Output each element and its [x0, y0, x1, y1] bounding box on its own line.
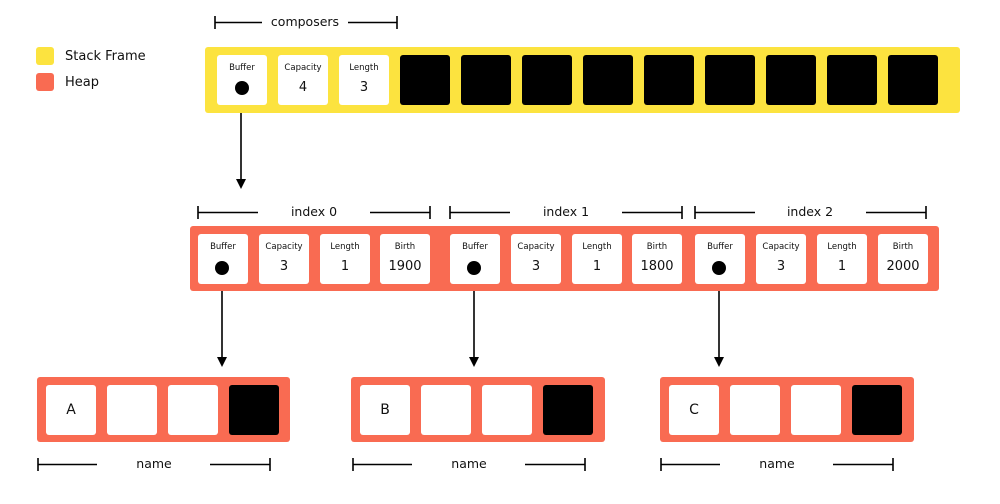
name-a-empty-cell	[107, 385, 157, 435]
name-c-char-cell: C	[669, 385, 719, 435]
heap-swatch	[36, 73, 54, 91]
name-b-unused-cell	[543, 385, 593, 435]
name-a-letter: A	[66, 402, 76, 418]
name-c-bar: C	[660, 377, 914, 442]
index-1-buffer-label: Buffer	[462, 242, 488, 252]
stack-unused-cell	[400, 55, 450, 105]
stack-length-value: 3	[359, 80, 369, 95]
name-b-bar: B	[351, 377, 605, 442]
legend-stack-frame: Stack Frame	[36, 46, 146, 66]
index-0-buffer-label: Buffer	[210, 242, 236, 252]
index-2-buffer-pointer	[712, 261, 726, 275]
stack-length-label: Length	[349, 63, 379, 73]
stack-unused-cell	[644, 55, 694, 105]
index-2-length-cell: Length 1	[817, 234, 867, 284]
index-2-birth-cell: Birth 2000	[878, 234, 928, 284]
stack-unused-cell	[522, 55, 572, 105]
index-0-capacity-label: Capacity	[265, 242, 303, 252]
name-c-letter: C	[689, 402, 699, 418]
name-a-unused-cell	[229, 385, 279, 435]
index-0-birth-value: 1900	[388, 259, 422, 274]
index-1-length-value: 1	[592, 259, 602, 274]
name-a-label: name	[136, 456, 172, 471]
index-2-length-label: Length	[827, 242, 857, 252]
name-a-bar: A	[37, 377, 290, 442]
name-c-empty-cell	[791, 385, 841, 435]
index-1-buffer-cell: Buffer	[450, 234, 500, 284]
index-0-capacity-cell: Capacity 3	[259, 234, 309, 284]
name-b-letter: B	[380, 402, 390, 418]
index-1-label: index 1	[542, 204, 590, 219]
index-0-length-value: 1	[340, 259, 350, 274]
index-2-buffer-label: Buffer	[707, 242, 733, 252]
index-1-length-label: Length	[582, 242, 612, 252]
index-0-length-cell: Length 1	[320, 234, 370, 284]
name-b-empty-cell	[482, 385, 532, 435]
index-0-capacity-value: 3	[279, 259, 289, 274]
index-1-birth-value: 1800	[640, 259, 674, 274]
index-0-buffer-pointer	[215, 261, 229, 275]
heap-bar: Buffer Capacity 3 Length 1 Birth 1900 Bu…	[190, 226, 939, 291]
index-1-capacity-value: 3	[531, 259, 541, 274]
index-2-capacity-label: Capacity	[762, 242, 800, 252]
index-2-length-value: 1	[837, 259, 847, 274]
index-2-capacity-cell: Capacity 3	[756, 234, 806, 284]
name-a-char-cell: A	[46, 385, 96, 435]
index-2-buffer-cell: Buffer	[695, 234, 745, 284]
name-b-char-cell: B	[360, 385, 410, 435]
stack-buffer-label: Buffer	[229, 63, 255, 73]
name-a-empty-cell	[168, 385, 218, 435]
index-1-capacity-cell: Capacity 3	[511, 234, 561, 284]
stack-capacity-cell: Capacity 4	[278, 55, 328, 105]
index-0-label: index 0	[290, 204, 338, 219]
index-1-length-cell: Length 1	[572, 234, 622, 284]
stack-capacity-value: 4	[298, 80, 308, 95]
stack-unused-cell	[827, 55, 877, 105]
stack-frame-swatch	[36, 47, 54, 65]
name-c-empty-cell	[730, 385, 780, 435]
index-0-length-label: Length	[330, 242, 360, 252]
stack-unused-cell	[888, 55, 938, 105]
stack-unused-cell	[583, 55, 633, 105]
index-0-birth-cell: Birth 1900	[380, 234, 430, 284]
index-2-birth-value: 2000	[886, 259, 920, 274]
index-1-buffer-pointer	[467, 261, 481, 275]
stack-buffer-pointer	[235, 81, 249, 95]
index-1-capacity-label: Capacity	[517, 242, 555, 252]
stack-length-cell: Length 3	[339, 55, 389, 105]
legend-stack-frame-label: Stack Frame	[65, 48, 146, 64]
stack-buffer-cell: Buffer	[217, 55, 267, 105]
name-c-label: name	[759, 456, 795, 471]
stack-unused-cell	[705, 55, 755, 105]
stack-unused-cell	[461, 55, 511, 105]
index-1-birth-label: Birth	[646, 242, 668, 252]
stack-capacity-label: Capacity	[284, 63, 322, 73]
name-c-unused-cell	[852, 385, 902, 435]
legend-heap: Heap	[36, 72, 99, 92]
name-b-label: name	[451, 456, 487, 471]
index-1-birth-cell: Birth 1800	[632, 234, 682, 284]
name-b-empty-cell	[421, 385, 471, 435]
stack-frame-bar: Buffer Capacity 4 Length 3	[205, 47, 960, 113]
index-0-buffer-cell: Buffer	[198, 234, 248, 284]
index-2-birth-label: Birth	[892, 242, 914, 252]
legend-heap-label: Heap	[65, 74, 99, 90]
composers-label: composers	[270, 14, 340, 29]
stack-unused-cell	[766, 55, 816, 105]
index-0-birth-label: Birth	[394, 242, 416, 252]
index-2-capacity-value: 3	[776, 259, 786, 274]
index-2-label: index 2	[786, 204, 834, 219]
